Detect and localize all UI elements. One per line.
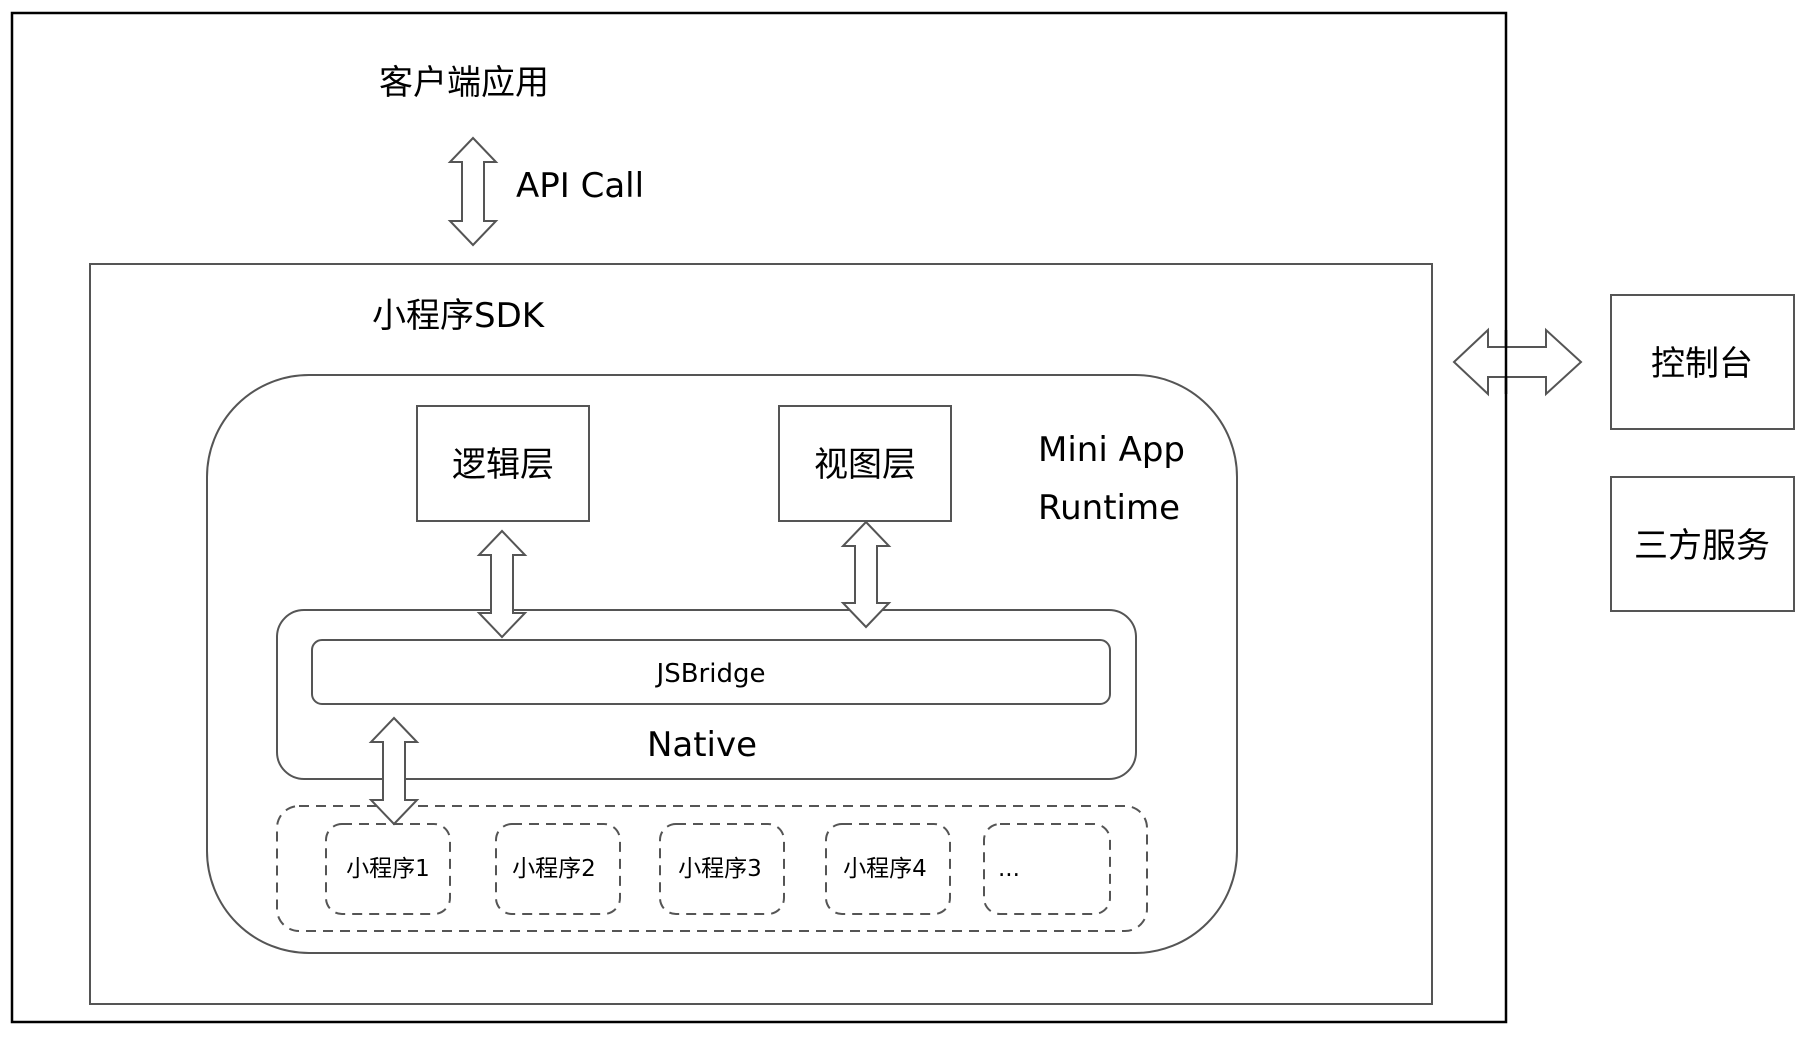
console-link-arrow-icon — [1452, 327, 1583, 397]
mini-app-label: 小程序2 — [512, 856, 596, 882]
mini-apps-container — [276, 805, 1148, 932]
api-call-label: API Call — [516, 166, 644, 206]
mini-app-item[interactable]: ... — [983, 823, 1111, 915]
view-layer-label: 视图层 — [814, 445, 916, 485]
third-party-services-box[interactable] — [1610, 476, 1795, 612]
mini-app-box[interactable] — [825, 823, 951, 915]
view-layer-box[interactable] — [778, 405, 952, 522]
mini-app-label: 小程序3 — [678, 856, 762, 882]
client-app-title: 客户端应用 — [379, 63, 549, 103]
mini-app-box[interactable] — [495, 823, 621, 915]
sdk-title: 小程序SDK — [372, 296, 546, 336]
mini-app-label: ... — [998, 856, 1020, 882]
mini-app-box[interactable] — [325, 823, 451, 915]
mini-app-item[interactable]: 小程序3 — [659, 823, 785, 915]
runtime-title-line2: Runtime — [1038, 488, 1180, 528]
mini-app-label: 小程序4 — [843, 856, 927, 882]
mini-app-box[interactable] — [659, 823, 785, 915]
console-label: 控制台 — [1651, 344, 1753, 384]
mini-app-item[interactable]: 小程序4 — [825, 823, 951, 915]
api-call-arrow-icon — [447, 136, 499, 247]
mini-app-list: 小程序1 小程序2 小程序3 小程序4 ... — [325, 823, 1111, 915]
mini-app-item[interactable]: 小程序1 — [325, 823, 451, 915]
mini-app-label: 小程序1 — [346, 856, 430, 882]
logic-layer-box[interactable] — [416, 405, 590, 522]
view-jsbridge-arrow-icon — [840, 520, 892, 629]
mini-app-item[interactable]: 小程序2 — [495, 823, 621, 915]
jsbridge-box[interactable] — [311, 639, 1111, 705]
logic-layer-label: 逻辑层 — [452, 445, 554, 485]
native-miniapp-arrow-icon — [368, 716, 420, 826]
console-box[interactable] — [1610, 294, 1795, 430]
logic-jsbridge-arrow-icon — [476, 529, 528, 639]
native-label: Native — [647, 725, 757, 765]
jsbridge-label: JSBridge — [655, 659, 766, 689]
third-party-services-label: 三方服务 — [1634, 526, 1770, 566]
mini-app-box[interactable] — [983, 823, 1111, 915]
runtime-title-line1: Mini App — [1038, 430, 1185, 470]
